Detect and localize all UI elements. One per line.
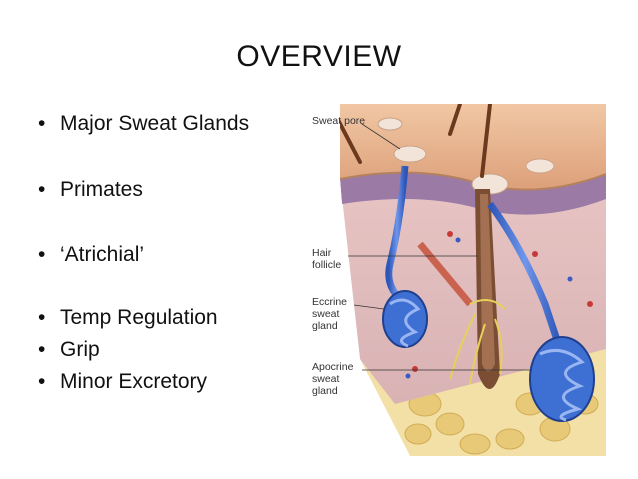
bullet-dot: • [38,338,46,361]
bullet-item: • Primates [38,178,143,202]
bullet-text: Minor Excretory [60,370,208,393]
eccrine-duct [385,165,409,302]
bullet-item: • ‘Atrichial’ [38,243,144,267]
label-eccrine-2: sweat [312,308,340,320]
slide-title: OVERVIEW [236,40,402,73]
fat-cells [404,391,599,455]
label-apocrine-2: sweat [312,373,340,385]
bullet-dot: • [38,112,46,135]
label-hair-follicle-2: follicle [312,259,341,271]
bullet-text: Primates [60,178,143,201]
skin-diagram: Sweat pore Hair follicle Eccrine sweat g… [300,104,606,456]
apocrine-gland-coil [529,336,595,422]
bullet-text: Major Sweat Glands [60,112,250,135]
bullet-text: ‘Atrichial’ [60,243,145,266]
label-apocrine-3: gland [312,385,338,397]
diagram-labels: Sweat pore Hair follicle Eccrine sweat g… [312,115,532,397]
label-eccrine-3: gland [312,320,338,332]
label-hair-follicle-1: Hair [312,247,332,259]
bullet-text: Temp Regulation [60,306,218,329]
bullet-dot: • [38,178,46,201]
label-sweat-pore: Sweat pore [312,115,365,127]
bullet-item: • Major Sweat Glands [38,112,249,136]
label-eccrine-1: Eccrine [312,296,347,308]
bullet-dot: • [38,243,46,266]
bullet-text: Grip [60,338,100,361]
skin-cross-section-illustration: Sweat pore Hair follicle Eccrine sweat g… [300,104,606,456]
blood-vessels [405,231,593,379]
bullet-item: • Grip [38,338,100,362]
bullet-item: • Temp Regulation [38,306,218,330]
label-apocrine-1: Apocrine [312,361,354,373]
nerve-fibers [449,299,506,385]
bullet-item: • Minor Excretory [38,370,207,394]
arrector-pili-muscle [417,241,473,307]
bullet-dot: • [38,306,46,329]
apocrine-duct [487,201,564,351]
bullet-dot: • [38,370,46,393]
eccrine-gland-coil [382,290,428,348]
